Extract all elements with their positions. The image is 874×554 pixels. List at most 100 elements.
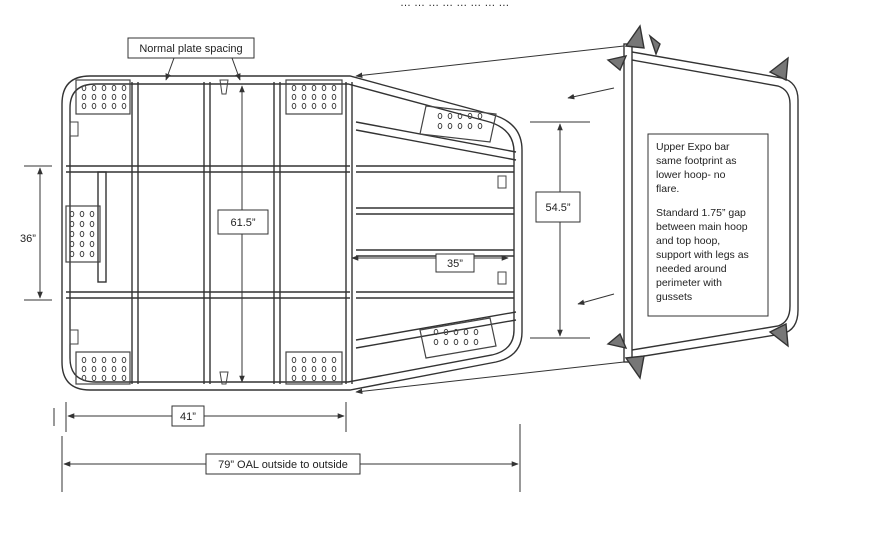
- plate-hole: [453, 338, 459, 346]
- plate-hole: [81, 365, 87, 373]
- main-rack: [61, 75, 523, 391]
- plate-hole: [121, 374, 127, 382]
- plate-hole: [311, 84, 317, 92]
- plate-hole: [321, 374, 327, 382]
- plate-hole: [111, 374, 117, 382]
- plate-hole: [101, 365, 107, 373]
- plate-hole: [321, 93, 327, 101]
- plate-hole: [457, 122, 463, 130]
- plate-hole: [331, 93, 337, 101]
- dimension-lines: [24, 57, 590, 492]
- label-boxes: [127, 37, 769, 475]
- plate-hole: [467, 122, 473, 130]
- note-line: same footprint as: [656, 155, 737, 167]
- plate-hole: [89, 220, 95, 228]
- plate-hole: [101, 102, 107, 110]
- plate-hole: [101, 356, 107, 364]
- note-line: Standard 1.75” gap: [656, 207, 746, 219]
- plate-hole: [81, 102, 87, 110]
- plate-hole: [443, 328, 449, 336]
- plate-hole: [89, 240, 95, 248]
- plate-hole: [91, 365, 97, 373]
- plate-hole: [69, 240, 75, 248]
- note-line: gussets: [656, 291, 692, 303]
- plate-hole: [91, 84, 97, 92]
- dim-41-label: 41”: [180, 411, 196, 423]
- plate-hole: [321, 356, 327, 364]
- plate-hole: [91, 93, 97, 101]
- plate-hole: [79, 230, 85, 238]
- plate-hole: [467, 112, 473, 120]
- note-line: flare.: [656, 183, 679, 195]
- plate-hole: [321, 102, 327, 110]
- clamp-marks: [69, 79, 507, 385]
- plate-hole: [443, 338, 449, 346]
- connector-arrows: [355, 45, 625, 395]
- note-line: lower hoop- no: [656, 169, 726, 181]
- plate-hole: [69, 230, 75, 238]
- plate-hole: [111, 93, 117, 101]
- plate-hole: [453, 328, 459, 336]
- plate-hole: [89, 210, 95, 218]
- plate-hole: [91, 356, 97, 364]
- plate-hole: [473, 328, 479, 336]
- upper-expo-bar: [606, 24, 799, 380]
- plate-hole: [111, 356, 117, 364]
- plate-hole: [101, 84, 107, 92]
- plate-hole: [463, 338, 469, 346]
- plate-hole: [331, 356, 337, 364]
- plate-hole: [447, 122, 453, 130]
- note-line: needed around: [656, 263, 727, 275]
- plate-hole: [301, 356, 307, 364]
- note-line: perimeter with: [656, 277, 722, 289]
- plate-hole: [89, 230, 95, 238]
- plate-hole: [447, 112, 453, 120]
- plate-hole: [321, 84, 327, 92]
- plate-hole: [473, 338, 479, 346]
- plate-hole: [331, 102, 337, 110]
- note-line: and top hoop,: [656, 235, 720, 247]
- plate-holes: [69, 84, 483, 382]
- header-fragment: … … … … … … … …: [400, 0, 509, 9]
- note-line: Upper Expo bar: [656, 141, 730, 153]
- plate-hole: [121, 356, 127, 364]
- plate-hole: [331, 365, 337, 373]
- plate-hole: [121, 102, 127, 110]
- plate-hole: [81, 374, 87, 382]
- plate-hole: [121, 365, 127, 373]
- expo-bar-note: Upper Expo bar same footprint as lower h…: [656, 141, 749, 303]
- plate-hole: [79, 210, 85, 218]
- plate-hole: [111, 84, 117, 92]
- plate-hole: [301, 365, 307, 373]
- plate-spacing-label: Normal plate spacing: [139, 43, 242, 55]
- plate-hole: [331, 374, 337, 382]
- plate-hole: [101, 93, 107, 101]
- plate-hole: [301, 374, 307, 382]
- plate-hole: [69, 210, 75, 218]
- plate-hole: [301, 84, 307, 92]
- note-line: support with legs as: [656, 249, 749, 261]
- plate-hole: [91, 374, 97, 382]
- plate-hole: [101, 374, 107, 382]
- plate-hole: [477, 122, 483, 130]
- plate-hole: [457, 112, 463, 120]
- note-line: between main hoop: [656, 221, 748, 233]
- plate-hole: [81, 93, 87, 101]
- plate-hole: [79, 250, 85, 258]
- plate-hole: [91, 102, 97, 110]
- plate-hole: [437, 122, 443, 130]
- plate-hole: [69, 220, 75, 228]
- plate-hole: [111, 365, 117, 373]
- plate-hole: [301, 93, 307, 101]
- plate-hole: [291, 102, 297, 110]
- plate-hole: [311, 365, 317, 373]
- plate-hole: [291, 365, 297, 373]
- plate-hole: [291, 93, 297, 101]
- plate-hole: [291, 84, 297, 92]
- plate-hole: [311, 102, 317, 110]
- plate-hole: [321, 365, 327, 373]
- plate-hole: [69, 250, 75, 258]
- plate-hole: [433, 328, 439, 336]
- plate-hole: [311, 374, 317, 382]
